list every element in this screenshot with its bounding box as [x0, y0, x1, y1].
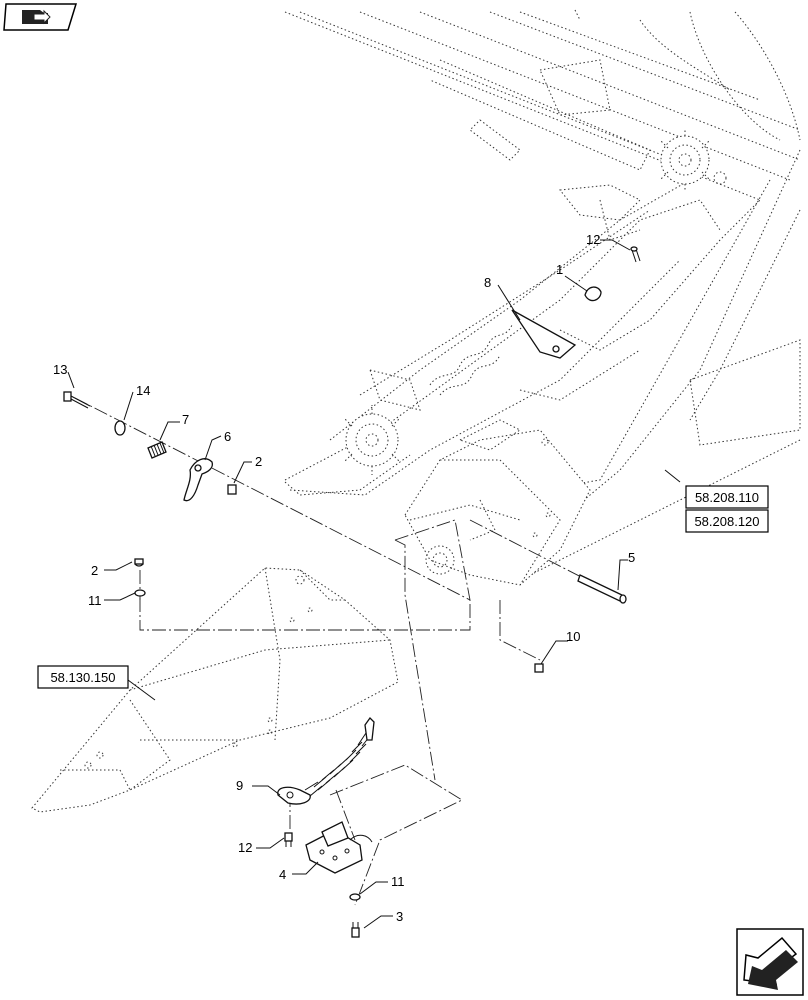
bolt-13 — [63, 391, 91, 409]
clip-1 — [584, 286, 602, 302]
callout-2-left: 2 — [91, 563, 98, 578]
bracket-4 — [305, 821, 373, 874]
svg-text:58.208.110: 58.208.110 — [695, 490, 759, 505]
next-page-arrow-icon[interactable] — [736, 928, 804, 996]
svg-text:58.130.150: 58.130.150 — [50, 670, 115, 685]
callout-2-right: 2 — [255, 454, 262, 469]
callout-6: 6 — [224, 429, 231, 444]
bolt-12-lower — [284, 832, 293, 847]
pin-5 — [577, 574, 627, 604]
callout-10: 10 — [566, 629, 580, 644]
callout-1: 1 — [556, 262, 563, 277]
pin-12-upper — [630, 246, 641, 263]
callout-13: 13 — [53, 362, 67, 377]
assembly-lines — [74, 397, 627, 906]
snout-cover — [31, 567, 399, 813]
reference-58-130-150[interactable]: 58.130.150 — [37, 665, 129, 689]
callout-12-lower: 12 — [238, 840, 252, 855]
reference-58-208-110[interactable]: 58.208.110 — [685, 485, 769, 509]
washer-14 — [114, 420, 126, 436]
callout-11-lower: 11 — [391, 874, 405, 889]
spring-7 — [147, 441, 167, 459]
callout-4: 4 — [279, 867, 286, 882]
reference-boxes: 58.208.110 58.208.120 58.130.150 — [37, 485, 769, 689]
machine-frame — [284, 9, 801, 586]
callout-12-upper: 12 — [586, 232, 600, 247]
callout-14: 14 — [136, 383, 150, 398]
callout-7: 7 — [182, 412, 189, 427]
callout-11-upper: 11 — [88, 593, 102, 608]
callout-9: 9 — [236, 778, 243, 793]
callout-8: 8 — [484, 275, 491, 290]
chain-9 — [277, 716, 375, 805]
plate-8 — [511, 309, 577, 359]
leader-lines — [67, 239, 681, 929]
callout-5: 5 — [628, 550, 635, 565]
parts — [63, 246, 641, 938]
callouts: 1 2 2 3 4 5 6 7 8 9 10 11 11 12 12 13 14 — [53, 232, 635, 924]
nut-10 — [534, 663, 544, 673]
callout-3: 3 — [396, 909, 403, 924]
svg-text:58.208.120: 58.208.120 — [694, 514, 759, 529]
bushing-2 — [227, 484, 237, 495]
reference-58-208-120[interactable]: 58.208.120 — [685, 509, 769, 533]
bolt-3 — [351, 922, 360, 938]
book-arrow-icon[interactable] — [3, 3, 78, 31]
